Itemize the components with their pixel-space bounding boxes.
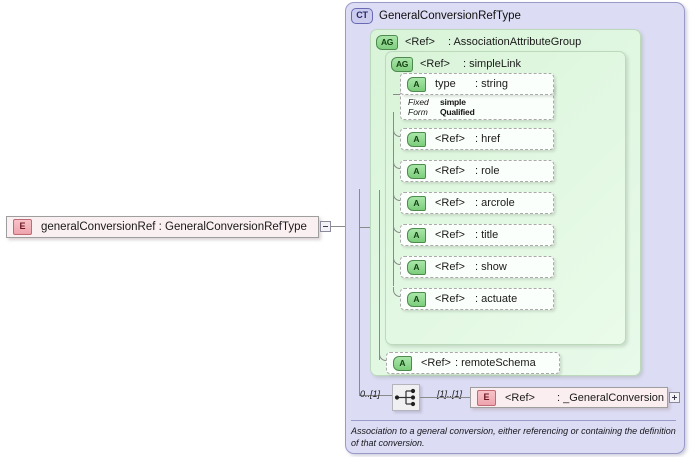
attribute-name-role: <Ref> — [435, 165, 465, 177]
complex-type-container: CT GeneralConversionRefType AG <Ref> : A… — [345, 2, 685, 454]
attribute-type-remoteschema: : remoteSchema — [455, 357, 536, 369]
root-element-box[interactable]: E generalConversionRef : GeneralConversi… — [6, 216, 319, 238]
complex-type-badge-icon: CT — [351, 8, 373, 24]
attribute-group-badge-icon: AG — [376, 34, 398, 50]
connector-root-to-type — [331, 226, 345, 227]
spine-outer-stub — [359, 227, 371, 228]
occurrence-label-right: [1]..[1] — [437, 389, 463, 399]
attribute-group-simplelink-ref: <Ref> — [420, 58, 450, 70]
connector-hook-arcrole — [393, 191, 403, 201]
attribute-group-simplelink[interactable]: AG <Ref> : simpleLink A type : string Fi… — [385, 51, 626, 345]
facet-form: Form Qualified — [408, 107, 475, 117]
attribute-name-href: <Ref> — [435, 133, 465, 145]
connector-to-sequence — [359, 395, 393, 396]
spine-outer — [359, 189, 360, 395]
attribute-row-type[interactable]: A type : string — [400, 73, 554, 95]
child-element-type: : _GeneralConversion — [557, 391, 665, 404]
attribute-badge-icon: A — [393, 355, 412, 371]
attribute-badge-icon: A — [407, 259, 426, 275]
spine-assoc — [379, 190, 380, 360]
connector-sequence-to-child — [420, 397, 470, 398]
attribute-name-show: <Ref> — [435, 261, 465, 273]
attribute-group-association-header: AG <Ref> : AssociationAttributeGroup — [376, 34, 581, 50]
attribute-group-simplelink-type: : simpleLink — [462, 58, 522, 70]
child-element-expand-button[interactable] — [669, 392, 680, 403]
connector-facet — [393, 94, 401, 95]
attribute-row-actuate[interactable]: A <Ref> : actuate — [400, 288, 554, 310]
facet-fixed-key: Fixed — [408, 97, 429, 107]
attribute-name-remoteschema: <Ref> — [421, 357, 451, 369]
connector-hook-actuate — [393, 287, 403, 297]
attribute-row-show[interactable]: A <Ref> : show — [400, 256, 554, 278]
attribute-row-arcrole[interactable]: A <Ref> : arcrole — [400, 192, 554, 214]
element-badge-icon: E — [13, 219, 32, 235]
complex-type-header: CT GeneralConversionRefType — [351, 7, 521, 25]
attribute-badge-icon: A — [407, 76, 426, 92]
attribute-badge-icon: A — [407, 291, 426, 307]
connector-hook-href — [393, 127, 403, 137]
attribute-row-role[interactable]: A <Ref> : role — [400, 160, 554, 182]
attribute-name-title: <Ref> — [435, 229, 465, 241]
attribute-type-type: : string — [475, 78, 509, 90]
attribute-name-type: type — [435, 78, 456, 90]
attribute-badge-icon: A — [407, 195, 426, 211]
attribute-name-actuate: <Ref> — [435, 293, 465, 305]
connector-hook-show — [393, 255, 403, 265]
root-element-label: generalConversionRef : GeneralConversion… — [41, 221, 307, 233]
child-element-box[interactable]: E <Ref> : _GeneralConversion — [470, 387, 668, 408]
attribute-badge-icon: A — [407, 163, 426, 179]
spine-simplelink — [393, 112, 394, 286]
attribute-row-title[interactable]: A <Ref> : title — [400, 224, 554, 246]
attribute-group-association-ref: <Ref> — [405, 36, 435, 48]
attribute-type-href: : href — [475, 133, 501, 145]
facet-form-key: Form — [408, 107, 428, 117]
attribute-row-remoteschema[interactable]: A <Ref> : remoteSchema — [386, 352, 560, 374]
attribute-badge-icon: A — [407, 131, 426, 147]
connector-hook-title — [393, 223, 403, 233]
root-element-collapse-button[interactable] — [320, 221, 331, 232]
attribute-row-href[interactable]: A <Ref> : href — [400, 128, 554, 150]
connector-hook-role — [393, 159, 403, 169]
attribute-badge-icon: A — [407, 227, 426, 243]
sequence-glyph — [394, 388, 416, 407]
attribute-type-show: : show — [475, 261, 507, 273]
complex-type-title: GeneralConversionRefType — [379, 10, 521, 22]
sequence-compositor-icon[interactable] — [392, 384, 420, 411]
attribute-type-title: : title — [475, 229, 499, 241]
annotation-text: Association to a general conversion, eit… — [351, 420, 676, 449]
attribute-group-association-type: : AssociationAttributeGroup — [447, 36, 582, 48]
attribute-name-arcrole: <Ref> — [435, 197, 465, 209]
attribute-type-role: : role — [475, 165, 500, 177]
attribute-type-arcrole: : arcrole — [475, 197, 515, 209]
facet-fixed-value: simple — [440, 97, 466, 107]
element-badge-icon: E — [477, 389, 496, 406]
attribute-group-badge-icon: AG — [391, 56, 413, 72]
connector-hook-remoteschema — [379, 351, 389, 361]
occurrence-label-left: 0..[1] — [360, 389, 381, 399]
facet-form-value: Qualified — [440, 107, 475, 117]
attribute-type-actuate: : actuate — [475, 293, 518, 305]
attribute-group-simplelink-header: AG <Ref> : simpleLink — [391, 56, 521, 72]
attribute-group-association[interactable]: AG <Ref> : AssociationAttributeGroup AG … — [370, 29, 641, 376]
facet-fixed: Fixed simple — [408, 97, 466, 107]
child-element-ref: <Ref> — [505, 391, 535, 404]
